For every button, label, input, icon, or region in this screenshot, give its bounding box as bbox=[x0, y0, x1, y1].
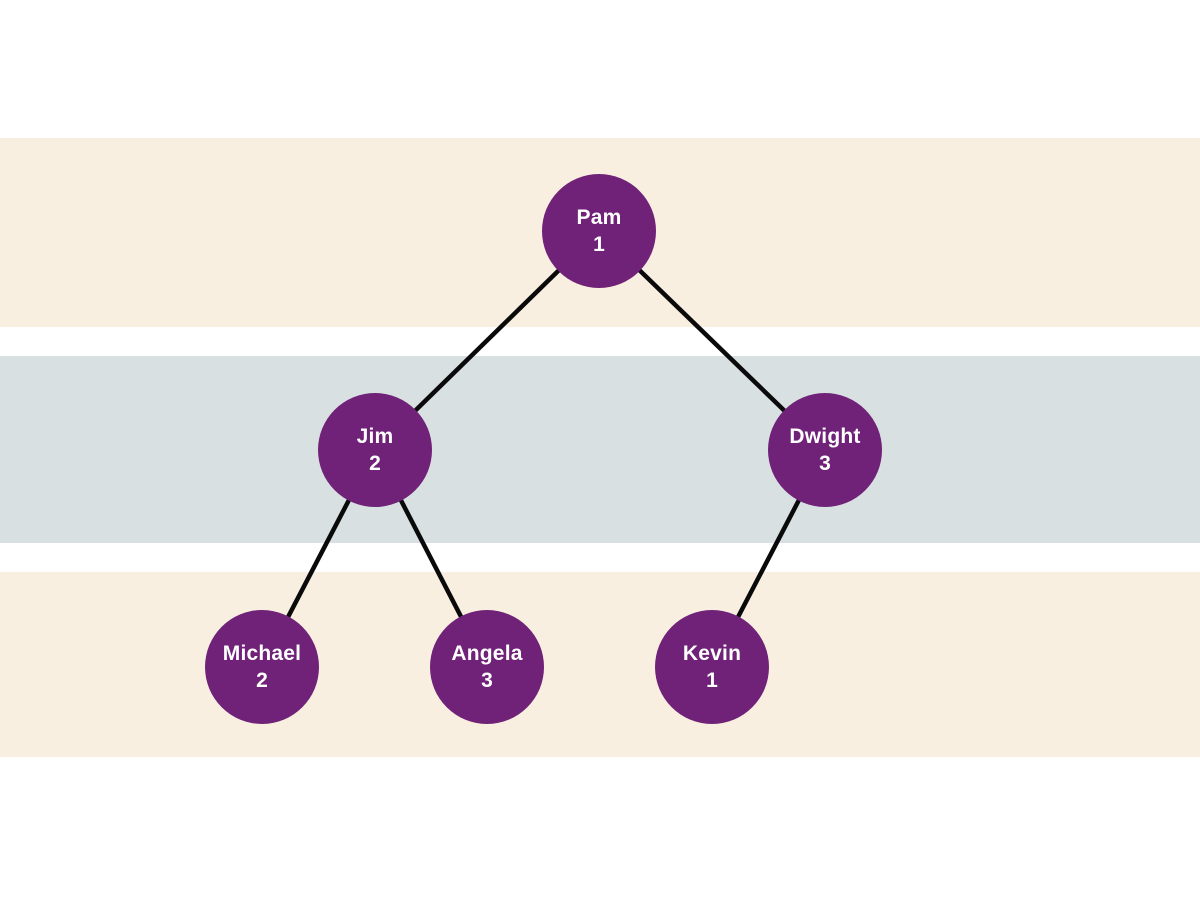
tree-node-jim: Jim 2 bbox=[318, 393, 432, 507]
node-value-label: 1 bbox=[593, 233, 605, 256]
tree-node-angela: Angela 3 bbox=[430, 610, 544, 724]
level-3-band bbox=[0, 572, 1200, 757]
node-name-label: Michael bbox=[222, 642, 302, 665]
tree-node-michael: Michael 2 bbox=[205, 610, 319, 724]
level-2-band bbox=[0, 356, 1200, 543]
node-value-label: 1 bbox=[706, 669, 718, 692]
node-value-label: 2 bbox=[256, 669, 268, 692]
node-value-label: 3 bbox=[819, 452, 831, 475]
node-name-label: Jim bbox=[356, 425, 394, 448]
node-value-label: 2 bbox=[369, 452, 381, 475]
node-name-label: Kevin bbox=[682, 642, 742, 665]
tree-node-dwight: Dwight 3 bbox=[768, 393, 882, 507]
tree-node-kevin: Kevin 1 bbox=[655, 610, 769, 724]
node-name-label: Pam bbox=[576, 206, 622, 229]
node-name-label: Dwight bbox=[789, 425, 861, 448]
node-value-label: 3 bbox=[481, 669, 493, 692]
node-name-label: Angela bbox=[451, 642, 523, 665]
tree-node-pam: Pam 1 bbox=[542, 174, 656, 288]
